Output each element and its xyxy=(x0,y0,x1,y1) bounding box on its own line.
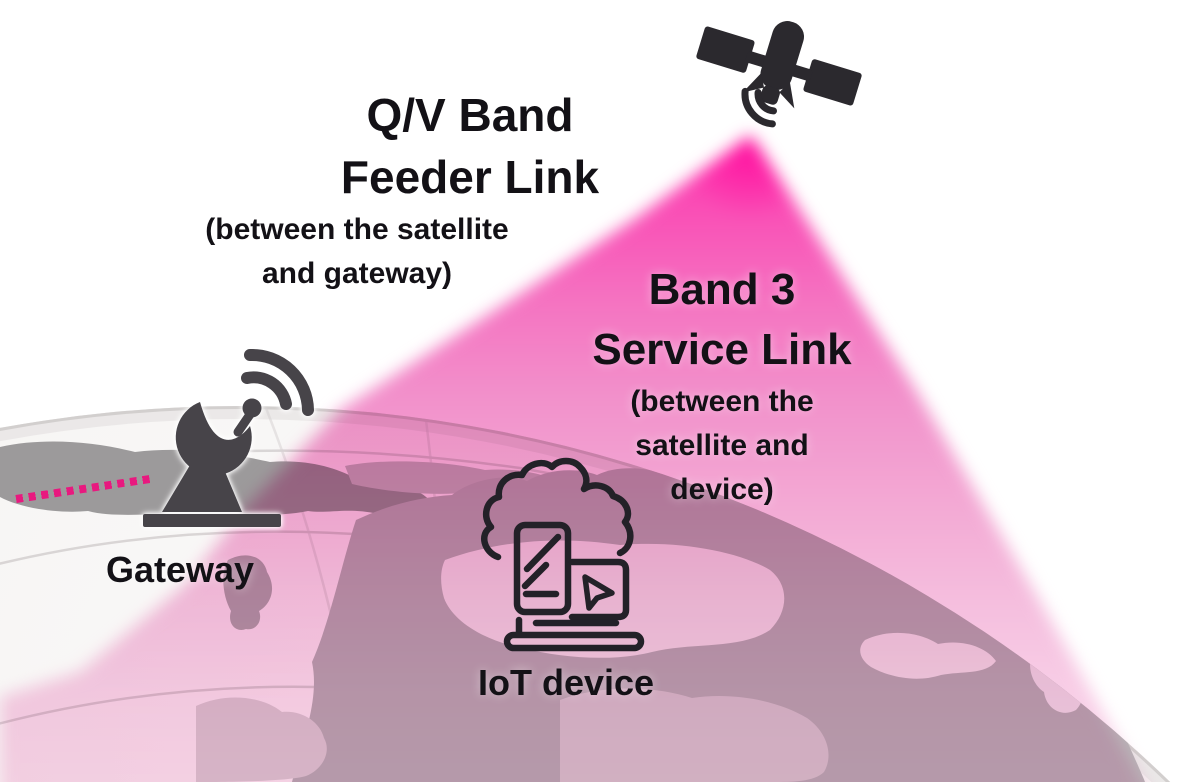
laptop-base-icon xyxy=(503,631,645,652)
satellite-icon xyxy=(696,21,862,128)
service-link-title-line2: Service Link xyxy=(592,325,852,374)
feeder-link-subtitle: (between the satellite and gateway) xyxy=(205,208,508,296)
feeder-link-title-line2: Feeder Link xyxy=(340,151,600,203)
cursor-icon xyxy=(582,574,615,611)
cloud-icon xyxy=(481,457,634,561)
feeder-link-title-line1: Q/V Band xyxy=(366,89,574,141)
service-link-title-line1: Band 3 xyxy=(648,265,796,314)
service-link-subtitle-line1: (between the xyxy=(630,385,814,418)
phone-icon xyxy=(513,521,572,616)
iot-cloud-device-icon xyxy=(481,457,645,652)
satellite-dish-icon xyxy=(143,348,314,527)
service-link-title: Band 3 Service Link xyxy=(592,260,851,380)
satellite-signal-waves-icon xyxy=(741,87,777,128)
service-link-subtitle: (between the satellite and device) xyxy=(630,380,813,512)
feeder-link-subtitle-line1: (between the satellite xyxy=(205,213,509,246)
service-link-subtitle-line2: satellite and xyxy=(635,429,809,462)
laptop-screen-icon xyxy=(568,558,630,621)
feeder-link-subtitle-line2: and gateway) xyxy=(261,257,453,290)
dish-signal-waves-icon xyxy=(241,348,314,416)
service-link-subtitle-line3: device) xyxy=(670,473,774,506)
feeder-link-title: Q/V Band Feeder Link xyxy=(341,84,599,208)
iot-device-label: IoT device xyxy=(477,662,655,703)
gateway-label: Gateway xyxy=(105,549,255,590)
